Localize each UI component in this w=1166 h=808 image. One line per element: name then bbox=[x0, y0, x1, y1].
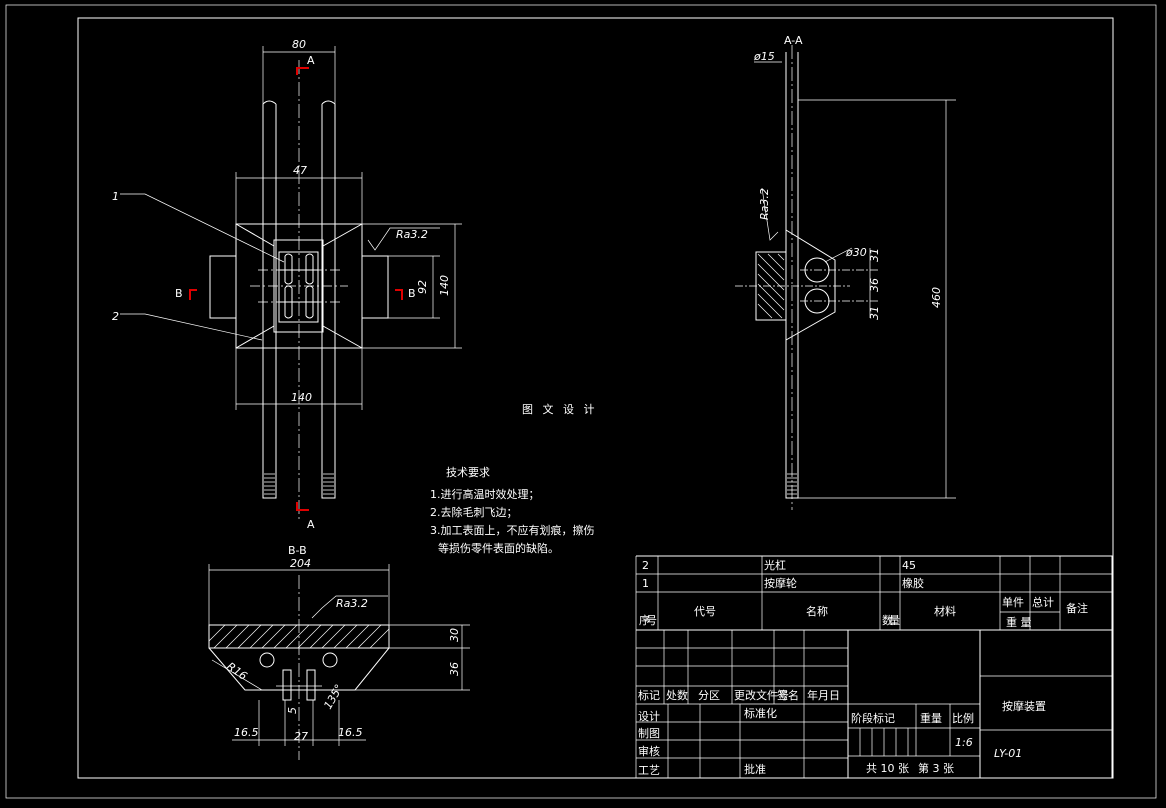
section-b-right: B bbox=[408, 287, 416, 300]
hdr-material: 材料 bbox=[934, 604, 956, 618]
tech-title: 技术要求 bbox=[446, 466, 490, 479]
hdr-name: 名称 bbox=[806, 604, 828, 618]
rev-hdr-date: 年月日 bbox=[807, 688, 840, 702]
dim-16-5b: 16.5 bbox=[338, 726, 363, 739]
drawing-code: LY-01 bbox=[994, 747, 1022, 760]
rev-hdr-zone: 分区 bbox=[698, 689, 720, 702]
stage-mark: 阶段标记 bbox=[851, 711, 895, 725]
tech-item-4: 等损伤零件表面的缺陷。 bbox=[438, 541, 559, 555]
dim-16-5a: 16.5 bbox=[234, 726, 259, 739]
section-view-title: B-B bbox=[288, 544, 307, 557]
part-2-name: 光杠 bbox=[764, 558, 786, 572]
phi30: ø30 bbox=[845, 246, 867, 259]
leader-2: 2 bbox=[112, 310, 119, 323]
rev-hdr-mark: 标记 bbox=[638, 688, 660, 702]
section-a-bottom: A bbox=[307, 518, 315, 531]
part-2-material: 45 bbox=[902, 559, 916, 572]
dim-204: 204 bbox=[290, 557, 311, 570]
hdr-weight: 重 量 bbox=[1006, 615, 1032, 629]
hdr-remark: 备注 bbox=[1066, 601, 1088, 615]
hdr-qty: 数量 bbox=[882, 614, 900, 627]
ra-section: Ra3.2 bbox=[336, 597, 368, 610]
dim-36-sec: 36 bbox=[448, 662, 461, 676]
weight-label: 重量 bbox=[920, 711, 942, 725]
dim-80: 80 bbox=[292, 38, 306, 51]
role-review: 审核 bbox=[638, 744, 660, 758]
dim-31b: 31 bbox=[868, 306, 881, 320]
drawing-name: 按摩装置 bbox=[1002, 699, 1046, 713]
dim-27: 27 bbox=[294, 730, 308, 743]
tech-requirements: 技术要求 1.进行高温时效处理； 2.去除毛刺飞边； 3.加工表面上，不应有划痕… bbox=[430, 466, 595, 555]
rev-hdr-count: 处数 bbox=[666, 689, 688, 702]
ra-front: Ra3.2 bbox=[396, 228, 428, 241]
dim-135: 135° bbox=[321, 682, 346, 711]
watermark: 图 文 设 计 bbox=[522, 402, 598, 416]
side-view: A-A ø15 Ra3.2 ø30 31 36 31 460 bbox=[735, 34, 956, 510]
tech-item-3: 3.加工表面上，不应有划痕，擦伤 bbox=[430, 523, 595, 537]
sheets-total: 共 10 张 bbox=[866, 762, 909, 775]
r16: R16 bbox=[224, 660, 249, 683]
inner-frame bbox=[77, 17, 1114, 779]
dim-47: 47 bbox=[293, 164, 307, 177]
role-design: 设计 bbox=[638, 710, 660, 723]
approve: 批准 bbox=[744, 762, 766, 776]
dim-140-v: 140 bbox=[438, 275, 451, 296]
phi15: ø15 bbox=[753, 50, 775, 63]
ra-side: Ra3.2 bbox=[758, 188, 771, 220]
hdr-total-weight: 总计 bbox=[1032, 595, 1054, 609]
part-1-no: 1 bbox=[642, 577, 649, 590]
section-a-top: A bbox=[307, 54, 315, 67]
dim-140-h: 140 bbox=[291, 391, 312, 404]
dim-30: 30 bbox=[448, 628, 461, 642]
tech-item-2: 2.去除毛刺飞边； bbox=[430, 505, 518, 519]
scale-value: 1:6 bbox=[955, 736, 973, 749]
outer-frame bbox=[5, 4, 1157, 799]
scale-label: 比例 bbox=[952, 711, 974, 725]
side-view-title: A-A bbox=[784, 34, 803, 47]
dim-31a: 31 bbox=[868, 248, 881, 262]
hdr-unit-weight: 单件 bbox=[1002, 596, 1024, 609]
section-b-left: B bbox=[175, 287, 183, 300]
sheet-number: 第 3 张 bbox=[918, 761, 954, 775]
leader-1: 1 bbox=[112, 190, 119, 203]
role-process: 工艺 bbox=[638, 764, 660, 777]
tech-item-1: 1.进行高温时效处理； bbox=[430, 487, 540, 501]
dim-5: 5 bbox=[286, 707, 299, 714]
dim-92: 92 bbox=[416, 280, 429, 294]
dim-460: 460 bbox=[930, 287, 943, 308]
title-block: 2 光杠 45 1 按摩轮 橡胶 序号 代号 名称 数量 材料 单件 总计 重 … bbox=[635, 555, 1113, 779]
part-1-material: 橡胶 bbox=[902, 576, 924, 590]
part-2-no: 2 bbox=[642, 559, 649, 572]
role-draw: 制图 bbox=[638, 727, 660, 740]
part-1-name: 按摩轮 bbox=[764, 576, 797, 590]
section-view: B-B 204 Ra3.2 30 36 R16 5 135° 16.5 27 1… bbox=[208, 544, 470, 760]
hdr-code: 代号 bbox=[694, 605, 716, 618]
standardized: 标准化 bbox=[744, 706, 777, 720]
rev-hdr-sign: 签名 bbox=[777, 688, 799, 702]
dim-36: 36 bbox=[868, 278, 881, 292]
hdr-seq: 序号 bbox=[639, 613, 657, 627]
front-view: 80 A A 47 Ra3.2 92 140 B B bbox=[112, 38, 462, 531]
rev-hdr-doc: 更改文件号 bbox=[734, 688, 789, 702]
